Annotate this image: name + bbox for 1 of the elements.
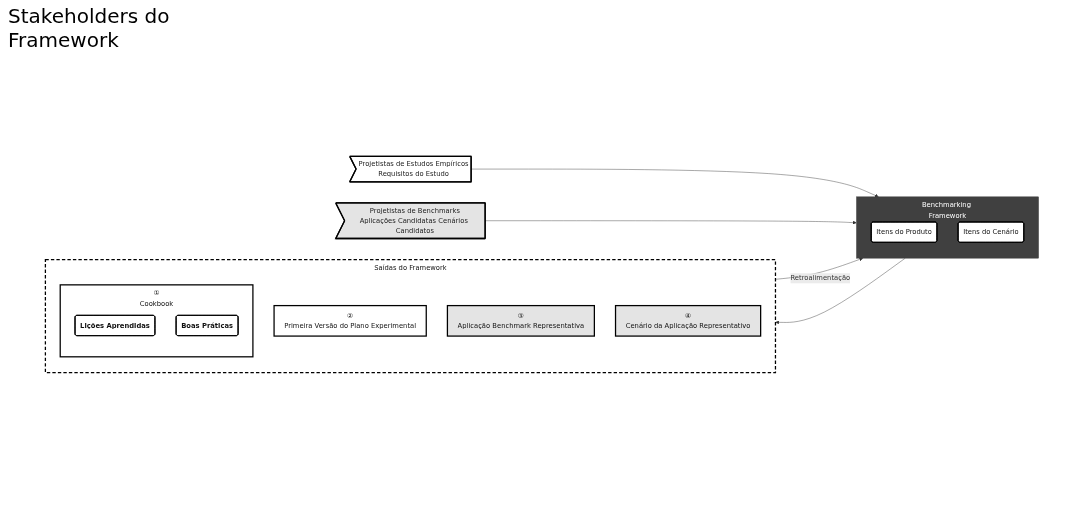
heading-text: Stakeholders do Framework: [8, 4, 171, 52]
